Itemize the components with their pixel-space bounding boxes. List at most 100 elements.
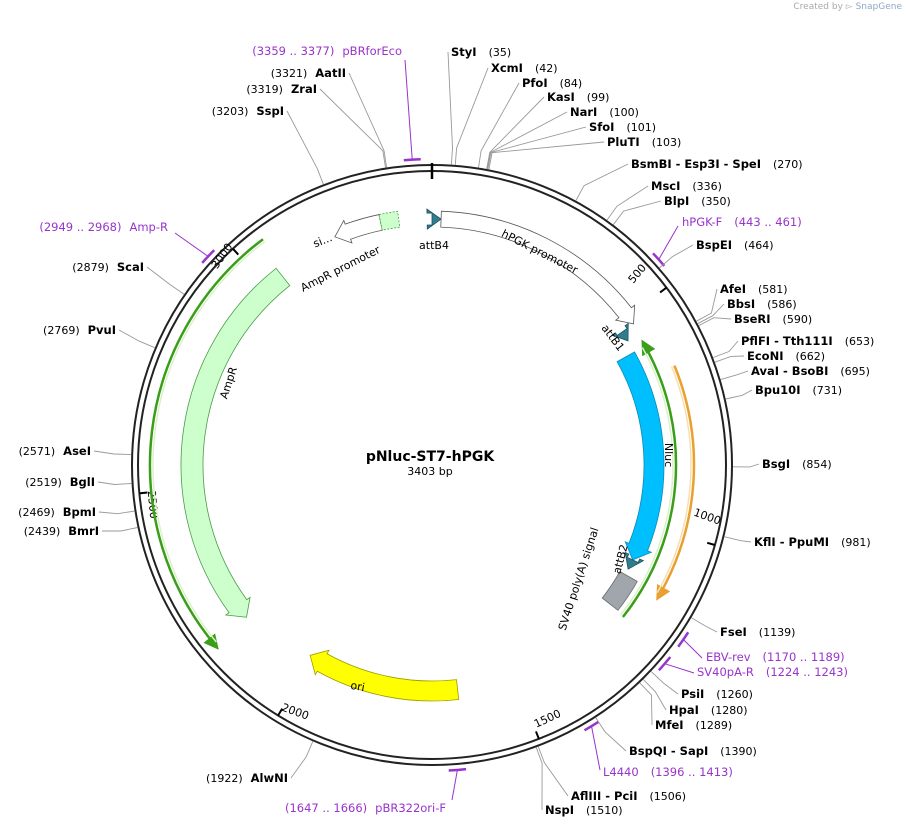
primer-label-6: (2949 .. 2968) Amp-R bbox=[39, 220, 168, 234]
enzyme-leader-line bbox=[97, 481, 132, 485]
enzyme-leader-line bbox=[612, 200, 662, 225]
primer-label-5: (1647 .. 1666)pBR322ori-F bbox=[285, 801, 446, 815]
enzyme-label: PsiI(1260) bbox=[681, 687, 753, 701]
enzyme-label: StyI(35) bbox=[451, 45, 511, 59]
primer-leader-0 bbox=[404, 59, 413, 160]
primer-leader-3 bbox=[664, 663, 695, 674]
enzyme-name: BpmI bbox=[63, 505, 96, 519]
enzyme-leader-line bbox=[642, 679, 667, 711]
enzyme-leader-line bbox=[102, 527, 138, 532]
enzyme-leader-line bbox=[486, 111, 568, 170]
orange-orf-arc bbox=[656, 365, 696, 601]
enzyme-name: FseI bbox=[720, 625, 747, 639]
primer-range: (1224 .. 1243) bbox=[766, 665, 848, 679]
enzyme-label: (3321) AatII bbox=[271, 66, 346, 80]
enzyme-name: PvuI bbox=[88, 323, 116, 337]
ampr-promoter-arrow bbox=[334, 214, 383, 244]
hpgk-promoter-arrow bbox=[440, 210, 636, 325]
primer-label-0: (3359 .. 3377)pBRforEco bbox=[252, 44, 402, 58]
enzyme-name: NarI bbox=[570, 105, 597, 119]
enzyme-name: PluTI bbox=[607, 135, 640, 149]
enzyme-leader-line bbox=[595, 717, 627, 752]
enzyme-leader-line bbox=[118, 329, 155, 349]
enzyme-position: (1506) bbox=[650, 790, 687, 803]
enzyme-leader-line bbox=[714, 355, 745, 363]
enzyme-position: (2439) bbox=[24, 525, 61, 538]
plasmid-name: pNluc-ST7-hPGK bbox=[366, 449, 496, 465]
tick-mark-2500 bbox=[139, 491, 148, 495]
attb2-arrow bbox=[624, 551, 645, 570]
primer-leader-2 bbox=[682, 639, 703, 659]
orange-orf-arc-shadow bbox=[656, 366, 692, 594]
enzyme-label: (2519)BglI bbox=[25, 475, 95, 489]
primer-leader-4 bbox=[591, 726, 601, 771]
primer-site-3 bbox=[657, 656, 672, 672]
enzyme-label: BlpI(350) bbox=[664, 194, 731, 208]
enzyme-leader-line bbox=[720, 370, 749, 381]
enzyme-leader-line bbox=[146, 266, 185, 295]
primer-name: hPGK-F bbox=[682, 215, 722, 229]
enzyme-position: (3203) bbox=[212, 105, 249, 118]
enzyme-leader-line bbox=[454, 67, 489, 165]
nluc-label: Nluc bbox=[662, 443, 675, 467]
enzyme-name: ZraI bbox=[291, 82, 317, 96]
enzyme-name: AatII bbox=[315, 66, 346, 80]
enzyme-name: BlpI bbox=[664, 194, 689, 208]
signal-seq-label: si... bbox=[311, 231, 334, 250]
enzyme-name: SspI bbox=[256, 104, 284, 118]
enzyme-label: MscI(336) bbox=[651, 179, 722, 193]
enzyme-leader-line bbox=[606, 185, 649, 221]
enzyme-position: (270) bbox=[773, 158, 803, 171]
enzyme-label: NarI(100) bbox=[570, 105, 639, 119]
enzyme-leader-line bbox=[650, 671, 679, 695]
enzyme-label: HpaI(1280) bbox=[669, 703, 747, 717]
enzyme-leader-line bbox=[488, 141, 605, 170]
enzyme-position: (101) bbox=[626, 121, 656, 134]
enzyme-position: (1289) bbox=[696, 719, 733, 732]
ampr-orf-arc bbox=[148, 238, 264, 650]
attb4-arrow bbox=[426, 208, 442, 230]
enzyme-position: (581) bbox=[758, 283, 788, 296]
attb1-arrow bbox=[611, 322, 629, 342]
primer-site-5 bbox=[448, 767, 467, 772]
enzyme-leader-line bbox=[725, 389, 753, 400]
primer-name: EBV-rev bbox=[706, 650, 751, 664]
enzyme-label: MfeI(1289) bbox=[655, 718, 732, 732]
primer-name: Amp-R bbox=[129, 220, 168, 234]
enzyme-name: HpaI bbox=[669, 703, 699, 717]
enzyme-label: KasI(99) bbox=[547, 90, 609, 104]
tick-mark-1000 bbox=[706, 541, 716, 546]
enzyme-position: (35) bbox=[489, 46, 512, 59]
enzyme-label: EcoNI(662) bbox=[747, 349, 825, 363]
enzyme-label: AfeI(581) bbox=[720, 282, 788, 296]
primer-site-2 bbox=[677, 631, 690, 648]
primer-name: SV40pA-R bbox=[697, 665, 754, 679]
primer-range: (2949 .. 2968) bbox=[39, 220, 121, 234]
enzyme-position: (3319) bbox=[246, 83, 283, 96]
orf-arc-layer bbox=[148, 238, 696, 650]
enzyme-name: ScaI bbox=[117, 260, 144, 274]
enzyme-label: PflFI - Tth111I(653) bbox=[741, 334, 874, 348]
primer-leader-6 bbox=[174, 232, 209, 257]
enzyme-name: KflI - PpuMI bbox=[754, 535, 829, 549]
enzyme-name: AseI bbox=[63, 444, 91, 458]
enzyme-name: BbsI bbox=[727, 297, 755, 311]
tick-label-500: 500 bbox=[626, 262, 649, 286]
sv40-polya-block bbox=[601, 570, 638, 611]
enzyme-leader-line bbox=[659, 244, 694, 269]
enzyme-label: BsgI(854) bbox=[762, 457, 832, 471]
ampr-arrow bbox=[180, 267, 291, 618]
enzyme-label: (3203) SspI bbox=[212, 104, 284, 118]
ampr-promoter-label: AmpR promoter bbox=[299, 243, 383, 294]
attb4-label: attB4 bbox=[419, 239, 449, 252]
tick-mark-1500 bbox=[535, 731, 540, 740]
enzyme-label: Bpu10I(731) bbox=[755, 383, 842, 397]
primer-label-4: L4440(1396 .. 1413) bbox=[603, 765, 733, 779]
enzyme-label: AflIII - PciI(1506) bbox=[571, 789, 686, 803]
enzyme-position: (3321) bbox=[271, 67, 308, 80]
enzyme-label: BsmBI - Esp3I - SpeI(270) bbox=[631, 157, 803, 171]
enzyme-label: XcmI(42) bbox=[491, 61, 558, 75]
enzyme-position: (2879) bbox=[72, 261, 109, 274]
